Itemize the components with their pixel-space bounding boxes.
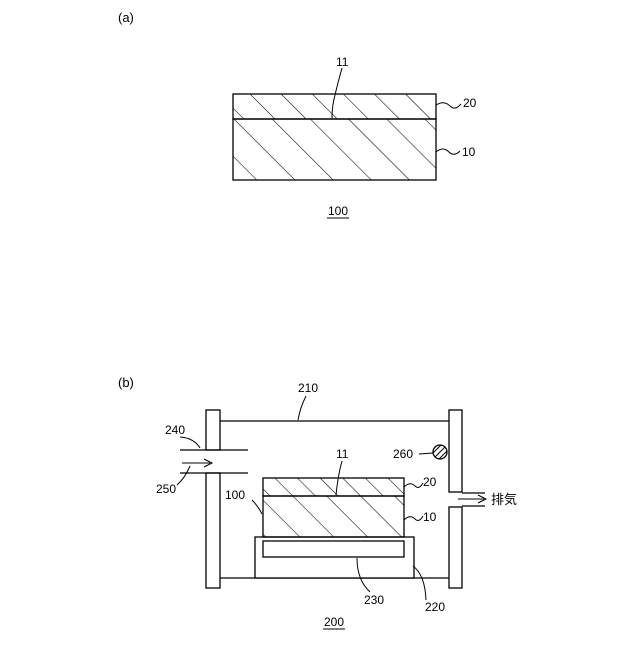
leader-220	[413, 566, 426, 600]
label-11-a: 11	[336, 55, 349, 69]
label-100-b: 100	[225, 488, 245, 502]
label-20-a: 20	[463, 96, 477, 110]
label-100-a: 100	[328, 204, 348, 218]
label-10-a: 10	[462, 145, 476, 159]
label-200: 200	[324, 615, 344, 629]
leader-100-b	[252, 500, 262, 514]
figure-b: (b) 240 250 210 260	[118, 375, 517, 629]
label-11-b: 11	[336, 447, 349, 461]
label-10-b: 10	[423, 510, 437, 524]
panel-a-label: (a)	[118, 10, 134, 25]
label-230: 230	[364, 593, 384, 607]
leader-20-a	[436, 103, 461, 108]
label-250: 250	[156, 482, 176, 496]
substrate-10-b	[263, 496, 404, 537]
leader-260	[419, 453, 433, 454]
left-flange-upper	[206, 410, 220, 450]
label-260: 260	[393, 447, 413, 461]
leader-210	[298, 396, 306, 420]
label-220: 220	[425, 600, 445, 614]
right-flange-upper	[449, 410, 462, 492]
leader-20-b	[404, 483, 423, 487]
leader-10-b	[404, 516, 423, 520]
label-20-b: 20	[423, 475, 437, 489]
leader-240	[180, 437, 200, 448]
leader-250	[177, 466, 190, 485]
figure-a: (a) 11 20 10 100	[118, 10, 477, 218]
label-210: 210	[298, 381, 318, 395]
substrate-10	[233, 119, 436, 180]
panel-b-label: (b)	[118, 375, 134, 390]
left-flange-lower	[206, 473, 220, 588]
right-flange-lower	[449, 507, 462, 588]
label-exhaust: 排気	[491, 492, 517, 507]
label-240: 240	[165, 423, 185, 437]
heater-230	[263, 541, 404, 557]
leader-10-a	[436, 149, 460, 154]
layer-20-b	[263, 478, 404, 496]
